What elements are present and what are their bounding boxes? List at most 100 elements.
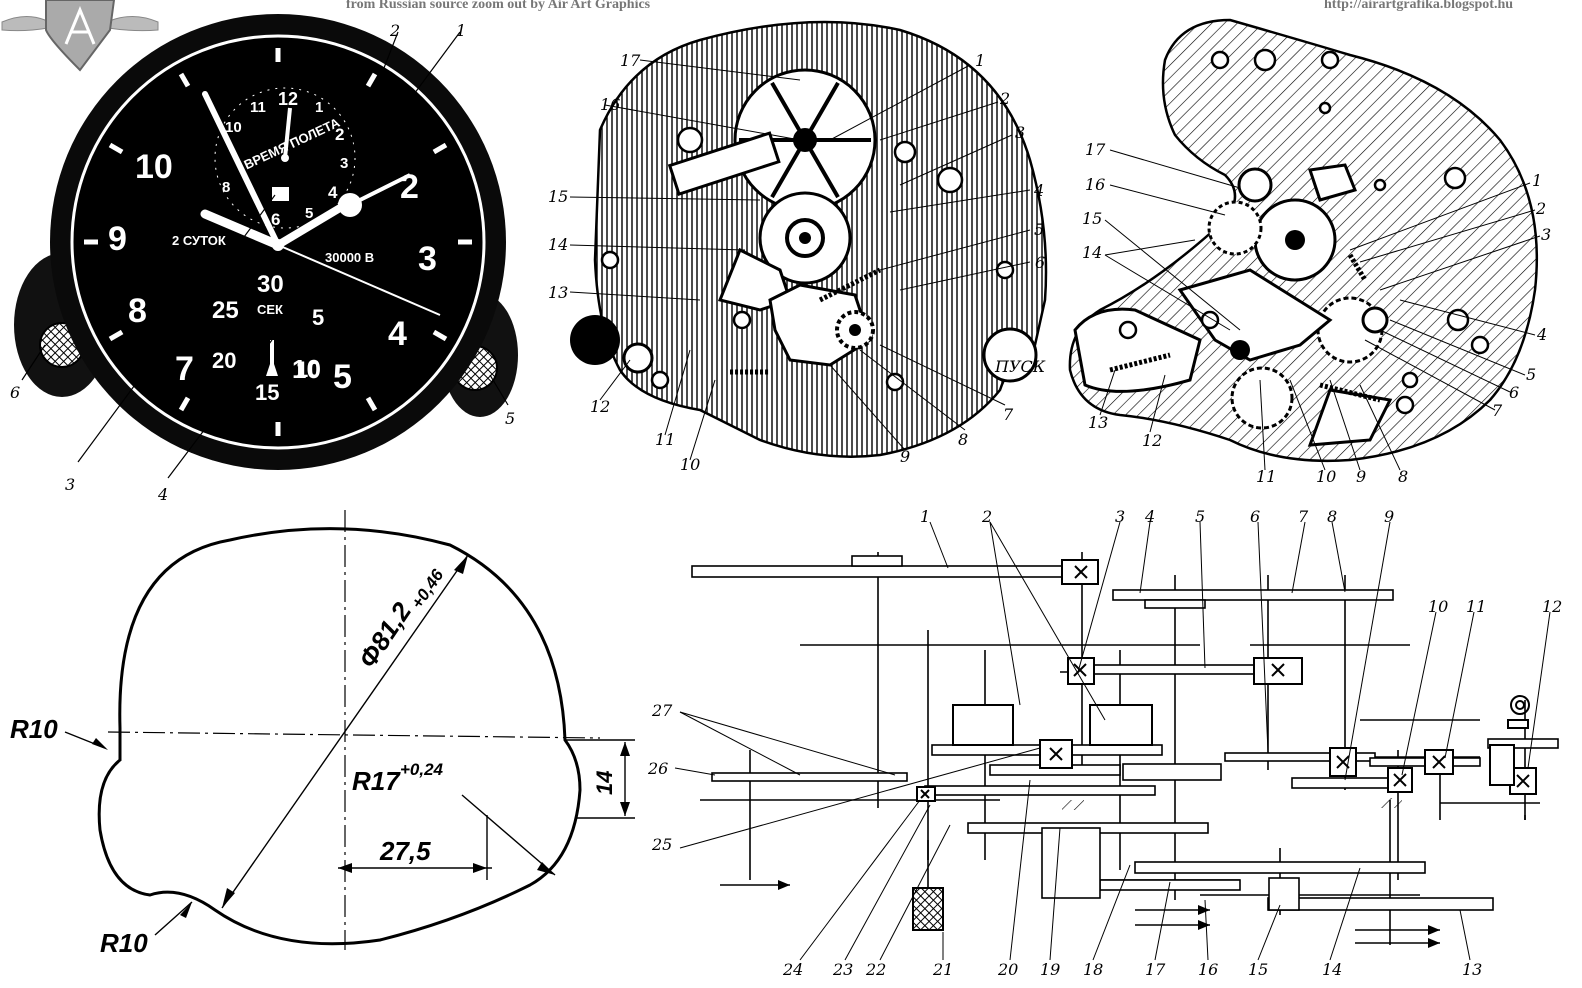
front-callout-2: 2 [999, 89, 1010, 108]
scheme-callout-18: 18 [1083, 960, 1103, 979]
scheme-callout-7: 7 [1298, 507, 1309, 526]
subdial-bottom-caption: СЕК [257, 302, 283, 317]
dial-tick [432, 142, 448, 155]
numeral-7: 7 [175, 350, 194, 388]
dial-tick [365, 72, 378, 88]
back-callout-17: 17 [1085, 140, 1106, 159]
dial-tick [108, 329, 124, 342]
scheme-callout-22: 22 [865, 960, 886, 979]
face-callout-2: 2 [389, 21, 400, 40]
scheme-callout-10: 10 [1428, 597, 1448, 616]
scheme-callout-3: 3 [1115, 507, 1125, 526]
dial-tick [432, 329, 448, 342]
dial-tick [178, 72, 191, 88]
subdial-top-hand [283, 107, 292, 159]
scheme-callout-23: 23 [832, 960, 853, 979]
scheme-callout-19: 19 [1040, 960, 1060, 979]
subdial-top-12: 12 [278, 89, 298, 109]
scheme-callout-8: 8 [1327, 507, 1337, 526]
scheme-callout-20: 20 [997, 960, 1018, 979]
source-note: from Russian source zoom out by Air Art … [346, 0, 651, 12]
width-dimension: 27,5 [379, 836, 431, 866]
numeral-9: 9 [108, 220, 127, 258]
back-callout-3: 3 [1541, 225, 1551, 244]
scheme-callout-26: 26 [647, 759, 668, 778]
subdial-bottom-20: 20 [212, 348, 236, 373]
case-outline-drawing: Φ81,2 +0,46 R17 +0,24 R10 R10 27,5 14 [10, 510, 635, 958]
face-callout-5: 5 [505, 409, 515, 428]
subdial-bottom-15: 15 [255, 380, 279, 405]
scheme-callout-16: 16 [1198, 960, 1218, 979]
front-callout-6: 6 [1035, 253, 1045, 272]
subdial-top-4: 4 [328, 183, 338, 202]
radius-left-label: R10 [10, 714, 58, 744]
front-callout-15: 15 [548, 187, 568, 206]
minute-hand [202, 91, 281, 248]
back-callout-4: 4 [1536, 325, 1547, 344]
back-callout-9: 9 [1356, 467, 1366, 486]
start-button-label: ПУСК [994, 357, 1046, 376]
numeral-minute-5: 5 [333, 358, 352, 396]
date-window [272, 187, 289, 201]
back-callout-16: 16 [1085, 175, 1105, 194]
dial-tick [178, 396, 191, 412]
subdial-bottom-10: 10 [296, 357, 320, 382]
radius-main-tolerance: +0,24 [400, 760, 444, 779]
scheme-callout-13: 13 [1462, 960, 1482, 979]
front-callout-17: 17 [620, 51, 641, 70]
hour-hand [200, 209, 283, 250]
back-callout-11: 11 [1256, 467, 1276, 486]
front-callout-12: 12 [590, 397, 610, 416]
scheme-callout-25: 25 [651, 835, 672, 854]
back-callout-5: 5 [1526, 365, 1536, 384]
back-callout-8: 8 [1398, 467, 1408, 486]
mechanism-front-view: ПУСК 1 2 3 4 5 [548, 20, 1048, 474]
start-button [982, 327, 1038, 383]
days-caption: 2 СУТОК [172, 233, 226, 248]
source-url: http://airartgrafika.blogspot.hu [1324, 0, 1514, 12]
back-callout-15: 15 [1082, 209, 1102, 228]
subdial-top-2: 2 [335, 125, 344, 144]
back-callout-10: 10 [1316, 467, 1336, 486]
front-callout-5: 5 [1034, 220, 1044, 239]
back-callout-2: 2 [1535, 199, 1546, 218]
numeral-minute-10: 10 [292, 354, 321, 384]
dial-tick [365, 396, 378, 412]
mechanism-back-view: 1 2 3 4 5 6 7 8 9 10 11 12 13 14 15 16 1… [1068, 18, 1551, 486]
front-callout-1: 1 [975, 51, 985, 70]
dial-tick [108, 142, 124, 155]
scheme-callout-5: 5 [1195, 507, 1205, 526]
numeral-10: 10 [135, 148, 173, 186]
back-callout-1: 1 [1532, 171, 1542, 190]
air-art-logo [1, 0, 159, 72]
back-callout-12: 12 [1142, 431, 1162, 450]
subdial-bottom-30: 30 [257, 271, 284, 298]
case-outline [97, 527, 582, 946]
face-callout-6: 6 [10, 383, 20, 402]
front-knob [570, 315, 620, 365]
front-callout-13: 13 [548, 283, 568, 302]
front-callout-7: 7 [1003, 405, 1014, 424]
subdial-top-1: 1 [315, 99, 323, 116]
height-dimension: 14 [592, 771, 617, 795]
subdial-top-10: 10 [225, 119, 242, 136]
flight-hand [275, 201, 348, 249]
subdial-top-3: 3 [340, 155, 348, 172]
scheme-callout-17: 17 [1145, 960, 1166, 979]
face-callout-4: 4 [157, 485, 168, 504]
subdial-bottom-25: 25 [212, 297, 239, 324]
diameter-tolerance: +0,46 [408, 565, 448, 612]
scheme-callout-27: 27 [651, 701, 673, 720]
face-callout-1: 1 [456, 21, 466, 40]
scheme-callout-14: 14 [1322, 960, 1342, 979]
numeral-8: 8 [128, 292, 147, 330]
numeral-3: 3 [418, 240, 437, 278]
scheme-callout-4: 4 [1144, 507, 1155, 526]
front-callout-9: 9 [900, 447, 910, 466]
front-callout-4: 4 [1033, 181, 1044, 200]
front-callout-16: 16 [600, 95, 620, 114]
scheme-callout-2: 2 [981, 507, 992, 526]
scheme-callout-1: 1 [920, 507, 930, 526]
